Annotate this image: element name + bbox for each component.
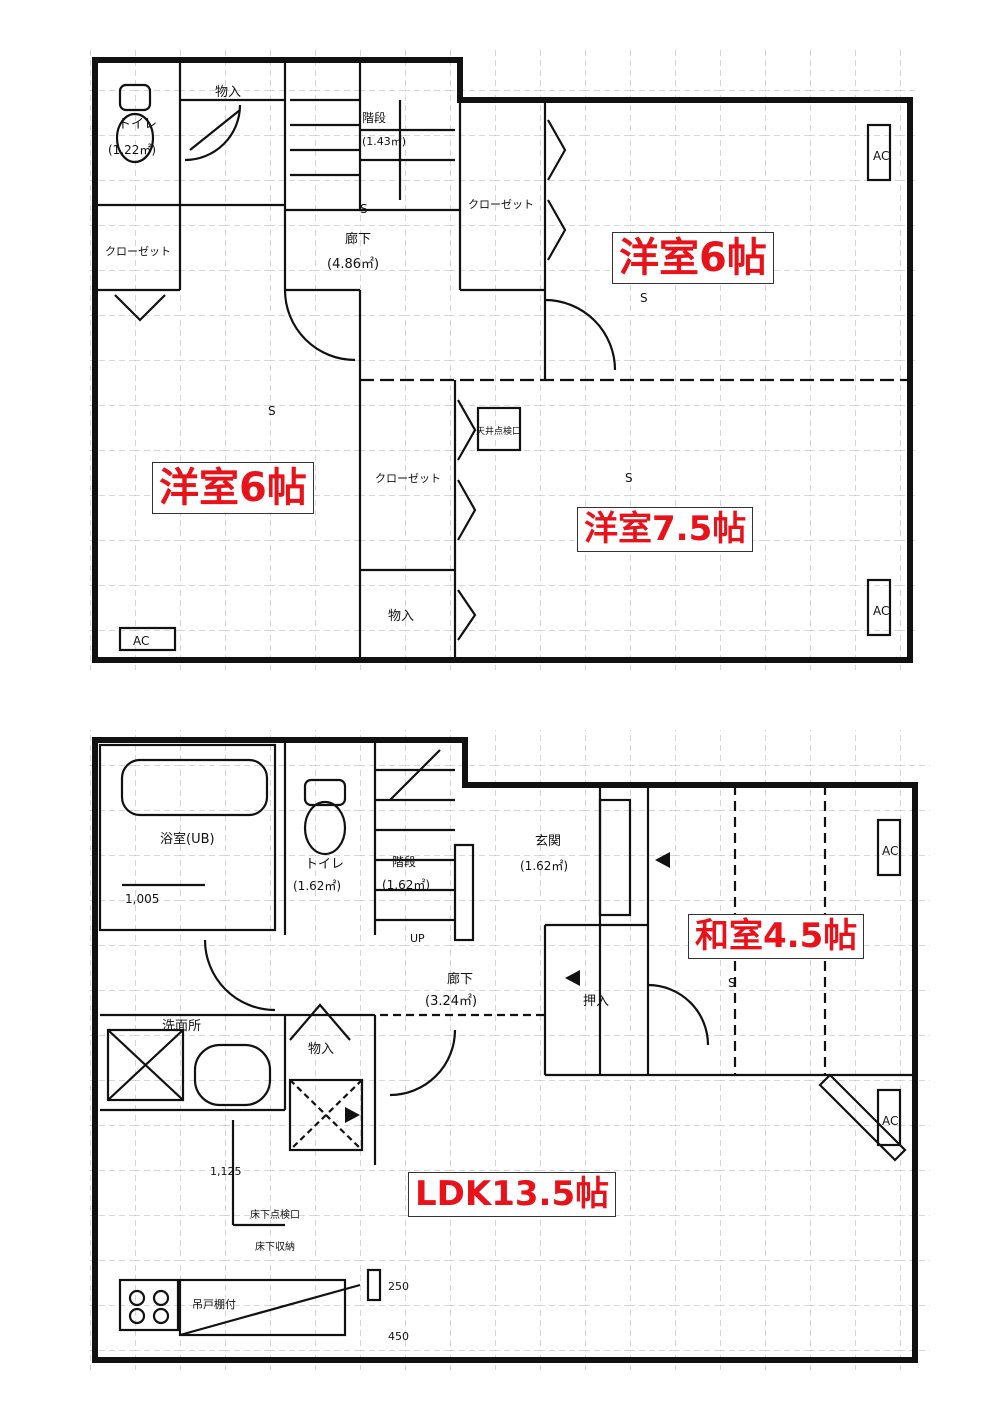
lower-bath-dim-label: 1,005 [125, 892, 159, 906]
lower-oshiire-label: 押入 [583, 994, 609, 1009]
lower-floor-plan: S 浴室(UB) 1,005 トイレ (1.62㎡) 階段 (1.62㎡) UP… [90, 730, 930, 1370]
room-label-western-6-w: 洋室6帖 [152, 462, 314, 514]
upper-corridor-label: 廊下 [345, 231, 371, 247]
upper-closet-ne-label: クローゼット [468, 198, 534, 211]
lower-dim-1125-label: 1,125 [210, 1165, 242, 1178]
lower-corridor-area-label: (3.24㎡) [425, 994, 477, 1009]
upper-closet-mid-label: クローゼット [375, 472, 441, 485]
room-label-western-7-5: 洋室7.5帖 [577, 507, 754, 553]
room-label-japanese-4-5: 和室4.5帖 [688, 914, 865, 960]
upper-ac-left-label: AC [133, 634, 149, 648]
lower-entrance-label: 玄関 [535, 834, 561, 849]
upper-ac-right-top-label: AC [873, 149, 889, 163]
upper-floor-plan: S S S S 物入 トイレ (1.22㎡) クローゼット クローゼット クロー… [90, 50, 915, 670]
lower-stairs-area-label: (1.62㎡) [382, 878, 430, 892]
svg-text:S: S [728, 976, 736, 990]
upper-storage-bottom-label: 物入 [388, 609, 414, 624]
upper-toilet-label: トイレ [118, 117, 157, 132]
lower-storage-label: 物入 [308, 1042, 334, 1057]
upper-toilet-area-label: (1.22㎡) [108, 143, 156, 157]
lower-underfloor-hatch-label: 床下点検口 [250, 1208, 300, 1221]
svg-text:S: S [640, 291, 648, 305]
lower-toilet-label: トイレ [305, 857, 344, 872]
upper-storage-top-label: 物入 [215, 85, 241, 100]
lower-stairs-label: 階段 [392, 854, 416, 869]
lower-dim-450-label: 450 [388, 1330, 409, 1343]
upper-stairs-label: 階段 [362, 110, 386, 125]
upper-stairs-area-label: (1.43㎡) [362, 135, 406, 148]
lower-bath-label: 浴室(UB) [160, 831, 215, 847]
lower-corridor-label: 廊下 [447, 971, 473, 987]
lower-underfloor-storage-label: 床下収納 [255, 1240, 295, 1253]
svg-text:S: S [625, 471, 633, 485]
lower-washroom-label: 洗面所 [162, 1019, 201, 1034]
lower-entrance-area-label: (1.62㎡) [520, 859, 568, 873]
upper-ceiling-hatch-label: 天井点検口 [476, 425, 521, 437]
svg-text:S: S [360, 202, 368, 216]
upper-ac-right-bottom-label: AC [873, 604, 889, 618]
room-label-ldk-13-5: LDK13.5帖 [408, 1172, 617, 1218]
upper-closet-w-label: クローゼット [105, 245, 171, 258]
svg-text:S: S [268, 404, 276, 418]
lower-ac-right-bottom-label: AC [882, 1114, 898, 1128]
lower-dim-250-label: 250 [388, 1280, 409, 1293]
upper-corridor-area-label: (4.86㎡) [327, 257, 379, 272]
lower-ac-right-top-label: AC [882, 844, 898, 858]
lower-toilet-area-label: (1.62㎡) [293, 879, 341, 893]
lower-up-label: UP [410, 932, 425, 945]
room-label-western-6-ne: 洋室6帖 [612, 232, 774, 284]
lower-cupboard-label: 吊戸棚付 [192, 1297, 236, 1311]
